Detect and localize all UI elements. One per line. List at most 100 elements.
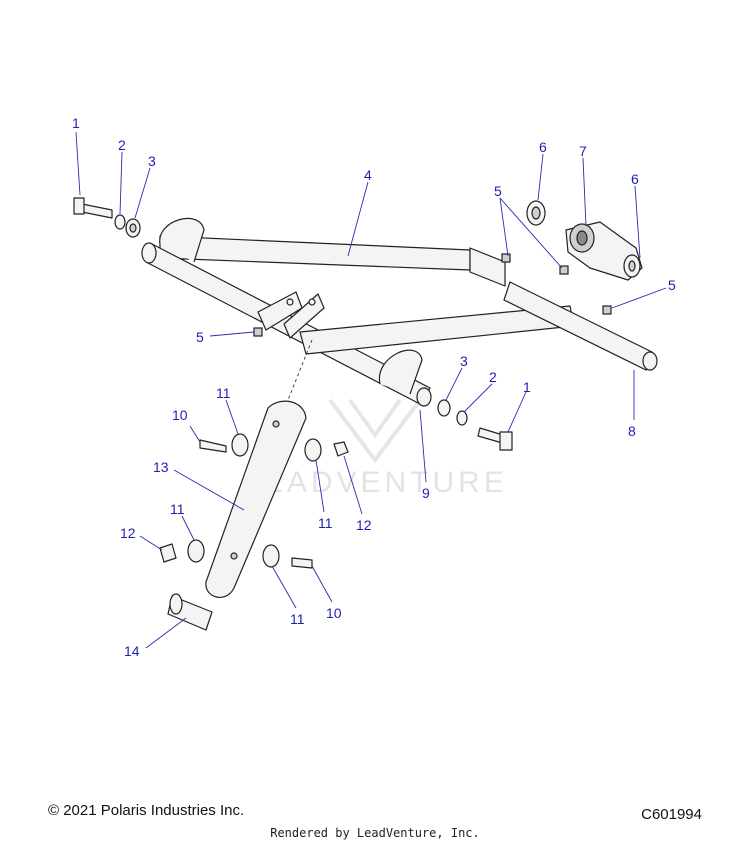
callout-9: 9 — [422, 485, 430, 501]
watermark: LEADVENTURE — [242, 398, 508, 499]
leader-line — [445, 367, 463, 401]
pivot-bracket-group — [526, 200, 643, 281]
leader-line — [507, 391, 527, 433]
leader-line — [271, 565, 297, 609]
callout-1: 1 — [72, 115, 80, 131]
nut-12-top — [333, 441, 349, 457]
leader-line — [634, 185, 641, 259]
callout-11: 11 — [216, 385, 231, 401]
callout-12: 12 — [120, 525, 136, 541]
leader-line — [499, 197, 509, 257]
bolt-10-top — [199, 439, 227, 453]
mount-tab-right — [283, 293, 325, 339]
link-bar — [205, 400, 307, 598]
callout-14: 14 — [124, 643, 140, 659]
callout-8: 8 — [628, 423, 636, 439]
copyright-notice: © 2021 Polaris Industries Inc. — [48, 802, 245, 819]
front-tube-end — [141, 242, 157, 264]
leader-line — [75, 131, 81, 196]
nut-12-bottom — [159, 543, 177, 563]
leader-line — [347, 181, 369, 257]
callouts: 1 2 3 4 5 6 7 6 5 5 8 3 2 1 9 10 11 13 1… — [72, 115, 676, 659]
watermark-text: LEADVENTURE — [242, 466, 508, 499]
washer-11-c — [187, 539, 205, 563]
callout-5: 5 — [668, 277, 676, 293]
leader-line — [145, 617, 187, 649]
leader-line — [134, 167, 151, 219]
link-hole-bottom — [230, 552, 238, 560]
leader-line — [173, 469, 245, 511]
leader-line — [181, 515, 195, 541]
d-ring-right — [379, 349, 423, 395]
leader-line — [419, 409, 427, 483]
leader-line — [311, 565, 333, 603]
tab-hole-2 — [308, 298, 316, 306]
callout-12: 12 — [356, 517, 372, 533]
callout-6: 6 — [539, 139, 547, 155]
leader-line — [582, 157, 587, 227]
washer-11-a — [231, 433, 249, 457]
right-hardware — [437, 399, 513, 451]
callout-5: 5 — [196, 329, 204, 345]
leader-line — [225, 399, 239, 435]
knurled-pin-end — [169, 593, 183, 615]
grease-fitting — [501, 253, 511, 263]
callout-13: 13 — [153, 459, 169, 475]
washer-3-left-hole — [129, 223, 137, 233]
leader-line — [537, 153, 544, 201]
tab-hole — [286, 298, 294, 306]
callout-1: 1 — [523, 379, 531, 395]
leader-line — [209, 331, 255, 337]
watermark-logo — [328, 398, 422, 464]
callout-3: 3 — [148, 153, 156, 169]
grease-fitting — [602, 305, 612, 315]
callout-11: 11 — [170, 501, 185, 517]
washer-11-b — [304, 438, 322, 462]
callout-6: 6 — [631, 171, 639, 187]
link-hole-top — [272, 420, 280, 428]
upper-tube — [159, 235, 471, 271]
callout-10: 10 — [326, 605, 342, 621]
callout-11: 11 — [318, 515, 333, 531]
grease-fitting — [253, 327, 263, 337]
callout-3: 3 — [460, 353, 468, 369]
alignment-dashed-line — [287, 339, 313, 401]
leader-lines — [75, 131, 667, 649]
rear-cross-tube-end — [642, 351, 658, 371]
callout-5: 5 — [494, 183, 502, 199]
grease-fitting — [559, 265, 569, 275]
leader-line — [119, 151, 123, 215]
washer-2-left — [114, 214, 126, 230]
left-hardware — [73, 197, 141, 238]
bolt-left-head — [73, 197, 85, 215]
rear-cross-tube — [503, 281, 653, 371]
leader-line — [343, 455, 363, 515]
rendered-by-credit: Rendered by LeadVenture, Inc. — [270, 826, 480, 840]
washer-3-right — [437, 399, 451, 417]
bolt-right-head — [499, 431, 513, 451]
leader-line — [499, 197, 563, 269]
leader-line — [611, 287, 667, 309]
d-ring-left — [159, 217, 205, 263]
callout-7: 7 — [579, 143, 587, 159]
washer-11-d — [262, 544, 280, 568]
leader-line — [315, 459, 325, 513]
callout-10: 10 — [172, 407, 188, 423]
front-tube-end-right — [416, 387, 432, 407]
washer-2-right — [456, 410, 468, 426]
callout-11: 11 — [290, 611, 305, 627]
leader-line — [189, 425, 201, 443]
callout-4: 4 — [364, 167, 372, 183]
pivot-boss-hole — [576, 230, 588, 246]
washer-6-left-hole — [531, 206, 541, 220]
a-arm-assembly — [141, 217, 658, 407]
callout-2: 2 — [118, 137, 126, 153]
callout-2: 2 — [489, 369, 497, 385]
link-group — [159, 339, 349, 631]
leader-line — [139, 535, 163, 551]
washer-6-right-hole — [628, 260, 636, 272]
bolt-left — [81, 203, 113, 219]
leader-line — [463, 383, 493, 413]
junction-sleeve — [469, 247, 506, 287]
